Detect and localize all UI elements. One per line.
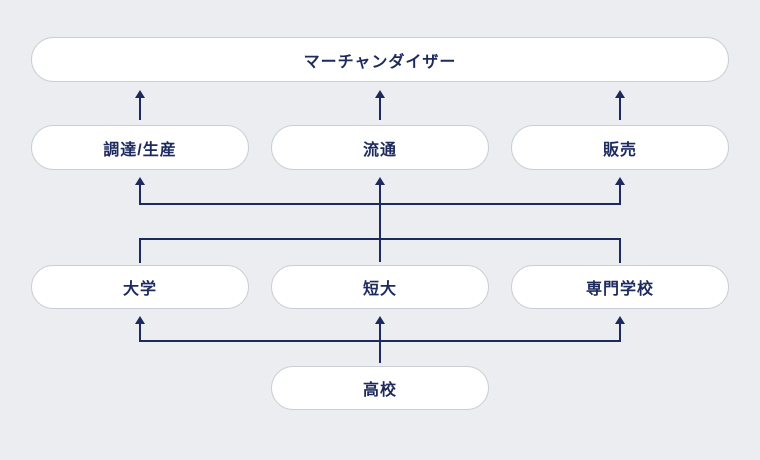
node-junior-college: 短大 — [271, 265, 489, 309]
node-university-label: 大学 — [122, 281, 157, 298]
node-sales-label: 販売 — [602, 141, 637, 159]
connector-schools-to-distribution — [379, 184, 381, 262]
node-junior-college-label: 短大 — [362, 281, 397, 298]
connector-highschool-to-vocational — [619, 323, 621, 341]
connector-schools-to-sales — [619, 184, 621, 205]
node-high-school: 高校 — [271, 366, 489, 410]
arrow-up-icon — [615, 90, 625, 98]
arrow-procurement-to-merchandiser — [139, 97, 141, 120]
arrow-up-icon — [135, 316, 145, 324]
connector-university-riser — [139, 240, 141, 263]
node-vocational-school-label: 専門学校 — [585, 281, 654, 298]
arrow-up-icon — [615, 316, 625, 324]
node-sales: 販売 — [511, 125, 729, 170]
arrow-up-icon — [135, 177, 145, 185]
arrow-sales-to-merchandiser — [619, 97, 621, 120]
connector-upper-bus-line — [139, 203, 621, 205]
arrow-up-icon — [135, 90, 145, 98]
arrow-distribution-to-merchandiser — [379, 97, 381, 120]
connector-highschool-bus-line — [139, 340, 621, 342]
node-distribution: 流通 — [271, 125, 489, 170]
arrow-up-icon — [615, 177, 625, 185]
node-vocational-school: 専門学校 — [511, 265, 729, 309]
node-high-school-label: 高校 — [362, 382, 397, 399]
arrow-up-icon — [375, 316, 385, 324]
arrow-up-icon — [375, 177, 385, 185]
node-procurement-production: 調達/生産 — [31, 125, 249, 170]
connector-highschool-to-junior-college — [379, 323, 381, 363]
node-merchandiser-label: マーチャンダイザー — [303, 53, 457, 71]
node-merchandiser: マーチャンダイザー — [31, 37, 729, 82]
connector-schools-to-procurement — [139, 184, 141, 205]
node-distribution-label: 流通 — [362, 141, 397, 159]
arrow-up-icon — [375, 90, 385, 98]
connector-vocational-riser — [619, 240, 621, 263]
node-university: 大学 — [31, 265, 249, 309]
node-procurement-production-label: 調達/生産 — [103, 141, 177, 159]
connector-highschool-to-university — [139, 323, 141, 341]
connector-lower-bus-line — [139, 238, 621, 240]
